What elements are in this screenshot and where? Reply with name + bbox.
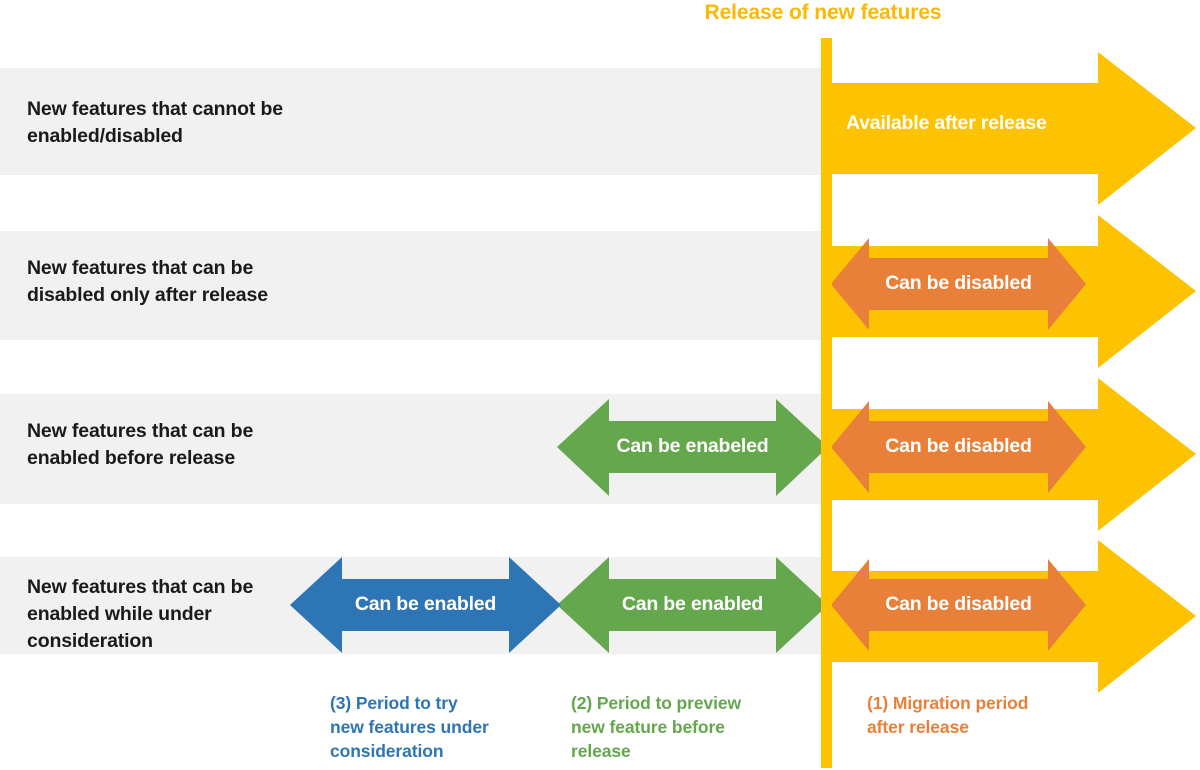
arrow-label-row1-yellow: Available after release: [846, 112, 1047, 134]
arrow-row4-green[interactable]: [557, 557, 828, 653]
arrow-label-row4-orange: Can be disabled: [885, 593, 1032, 615]
arrow-row2-orange[interactable]: [831, 238, 1086, 330]
arrow-label-row3-orange: Can be disabled: [885, 435, 1032, 457]
row-label-4: New features that can be enabled while u…: [27, 576, 254, 652]
legend-item-3: (3) Period to try new features under con…: [330, 693, 489, 761]
arrow-label-row2-orange: Can be disabled: [885, 272, 1032, 294]
row-band-1: [0, 68, 824, 175]
row-label-1: New features that cannot be enabled/disa…: [27, 98, 284, 147]
arrow-row1-yellow[interactable]: [824, 52, 1196, 205]
arrow-row3-orange[interactable]: [831, 401, 1086, 493]
legend-item-2: (2) Period to preview new feature before…: [571, 693, 742, 761]
row-label-2: New features that can be disabled only a…: [27, 257, 268, 306]
release-timeline-line: [821, 38, 832, 768]
arrow-label-row4-blue: Can be enabled: [354, 593, 497, 615]
arrow-label-row4-green: Can be enabled: [621, 593, 764, 615]
arrow-row4-blue[interactable]: [290, 557, 561, 653]
row-band-2: [0, 231, 824, 340]
arrow-label-row3-green: Can be enabeled: [616, 435, 769, 457]
arrow-row3-green[interactable]: [557, 399, 828, 496]
row-label-3: New features that can be enabled before …: [27, 420, 254, 469]
legend-item-1: (1) Migration period after release: [867, 693, 1029, 737]
release-title: Release of new features: [704, 1, 942, 24]
arrow-row4-orange[interactable]: [831, 559, 1086, 651]
